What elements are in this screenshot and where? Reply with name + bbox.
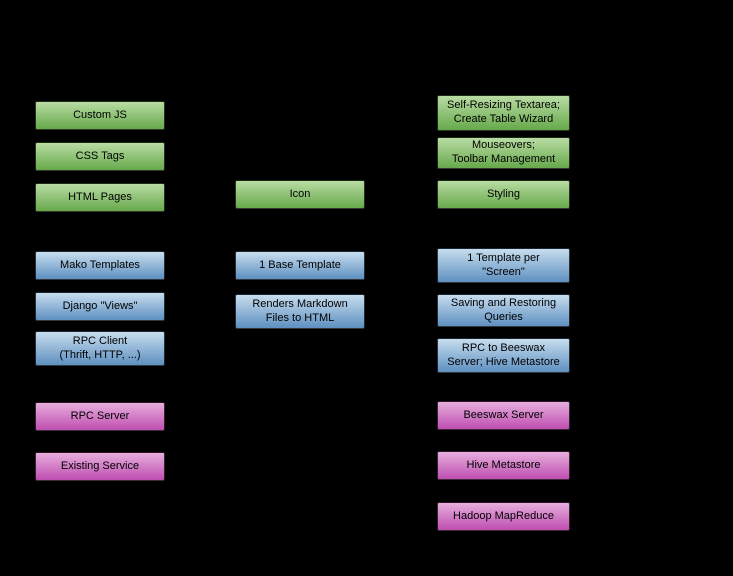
box-css-tags: CSS Tags: [35, 142, 165, 171]
box-hive-metastore: Hive Metastore: [437, 451, 570, 480]
box-self-resizing-textarea: Self-Resizing Textarea; Create Table Wiz…: [437, 95, 570, 131]
box-1-template-per-screen: 1 Template per "Screen": [437, 248, 570, 283]
box-existing-service: Existing Service: [35, 452, 165, 481]
box-mako-templates: Mako Templates: [35, 251, 165, 280]
box-saving-restoring-queries: Saving and Restoring Queries: [437, 294, 570, 327]
box-rpc-server: RPC Server: [35, 402, 165, 431]
box-mouseovers-toolbar: Mouseovers; Toolbar Management: [437, 137, 570, 169]
box-hadoop-mapreduce: Hadoop MapReduce: [437, 502, 570, 531]
box-django-views: Django "Views": [35, 292, 165, 321]
box-beeswax-server: Beeswax Server: [437, 401, 570, 430]
box-rpc-client: RPC Client (Thrift, HTTP, ...): [35, 331, 165, 366]
box-icon: Icon: [235, 180, 365, 209]
box-styling: Styling: [437, 180, 570, 209]
box-rpc-to-beeswax: RPC to Beeswax Server; Hive Metastore: [437, 338, 570, 373]
box-1-base-template: 1 Base Template: [235, 251, 365, 280]
box-html-pages: HTML Pages: [35, 183, 165, 212]
box-custom-js: Custom JS: [35, 101, 165, 130]
box-renders-markdown: Renders Markdown Files to HTML: [235, 294, 365, 329]
